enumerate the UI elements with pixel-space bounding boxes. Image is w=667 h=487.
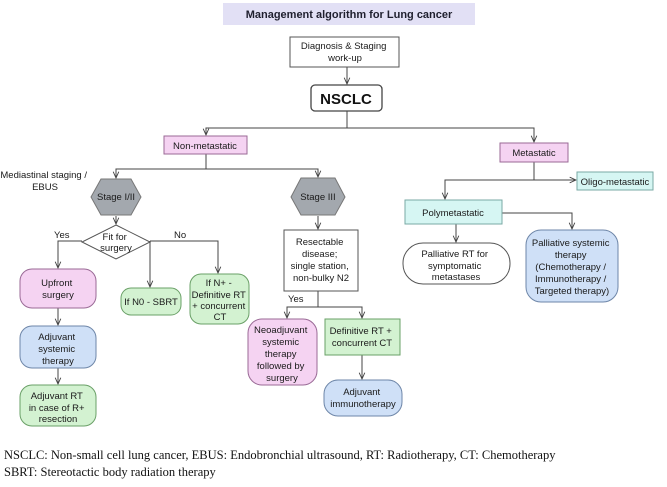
metastatic-node bbox=[499, 142, 569, 163]
polymetastatic-node bbox=[404, 199, 503, 225]
adjuvant-immuno-label: Adjuvant immunotherapy bbox=[330, 387, 396, 410]
resectable-label: Resectable disease; single station, non-… bbox=[291, 237, 352, 284]
palliative-rt-label: Palliative RT for symptomatic metastases bbox=[421, 249, 490, 283]
nsclc-node bbox=[310, 84, 383, 112]
edge-label-no-fit: No bbox=[174, 230, 186, 241]
neoadjuvant-node bbox=[247, 318, 318, 386]
n0-sbrt-label: If N0 - SBRT bbox=[124, 297, 178, 308]
resectable-node bbox=[283, 229, 359, 292]
oligo-metastatic-node bbox=[576, 171, 654, 191]
adjuvant-rt-label: Adjuvant RT in case of R+ resection bbox=[29, 391, 87, 425]
edge-label-yes-fit: Yes bbox=[54, 230, 70, 241]
stage-1-2-label: Stage I/II bbox=[97, 192, 135, 203]
neoadjuvant-label: Neoadjuvant systemic therapy followed by… bbox=[254, 325, 310, 384]
adjuvant-systemic-label: Adjuvant systemic therapy bbox=[38, 332, 78, 367]
mediastinal-staging-label: Mediastinal staging / EBUS bbox=[0, 170, 89, 193]
upfront-surgery-label: Upfront surgery bbox=[41, 278, 75, 301]
n0-sbrt-node bbox=[120, 287, 182, 316]
n-plus-rt-node bbox=[189, 273, 250, 325]
palliative-rt-node bbox=[402, 242, 511, 285]
connectors bbox=[58, 67, 576, 384]
diagnosis-node bbox=[289, 36, 400, 68]
definitive-rt-ct-label: Definitive RT + concurrent CT bbox=[330, 326, 395, 349]
definitive-rt-ct-node bbox=[324, 318, 401, 356]
palliative-systemic-label: Palliative systemic therapy (Chemotherap… bbox=[532, 238, 612, 297]
adjuvant-systemic-node bbox=[19, 325, 97, 369]
non-metastatic-label: Non-metastatic bbox=[173, 141, 237, 152]
metastatic-label: Metastatic bbox=[512, 148, 556, 159]
adjuvant-rt-node bbox=[19, 384, 97, 427]
caption-line-1: NSCLC: Non-small cell lung cancer, EBUS:… bbox=[4, 448, 556, 462]
non-metastatic-node bbox=[163, 135, 248, 155]
stage-1-2-node bbox=[90, 178, 142, 216]
polymetastatic-label: Polymetastatic bbox=[422, 208, 484, 219]
diagram-title: Management algorithm for Lung cancer bbox=[246, 9, 453, 21]
nsclc-label: NSCLC bbox=[320, 91, 372, 108]
title-box bbox=[223, 3, 475, 25]
stage-3-label: Stage III bbox=[300, 192, 335, 203]
palliative-systemic-node bbox=[525, 229, 619, 303]
edge-label-yes-resectable: Yes bbox=[288, 294, 304, 305]
oligo-metastatic-label: Oligo-metastatic bbox=[581, 177, 650, 188]
caption-line-2: SBRT: Stereotactic body radiation therap… bbox=[4, 465, 216, 479]
upfront-surgery-node bbox=[19, 268, 97, 309]
diagnosis-label: Diagnosis & Staging work-up bbox=[301, 41, 389, 64]
fit-for-surgery-node bbox=[80, 224, 152, 260]
lung-cancer-algorithm-diagram: Management algorithm for Lung cancer bbox=[0, 3, 654, 427]
adjuvant-immuno-node bbox=[323, 379, 403, 417]
stage-3-node bbox=[290, 177, 346, 216]
n-plus-rt-label: If N+ - Definitive RT + concurrent CT bbox=[192, 278, 249, 323]
caption: NSCLC: Non-small cell lung cancer, EBUS:… bbox=[4, 447, 666, 481]
fit-for-surgery-label: Fit for surgery bbox=[100, 232, 132, 254]
